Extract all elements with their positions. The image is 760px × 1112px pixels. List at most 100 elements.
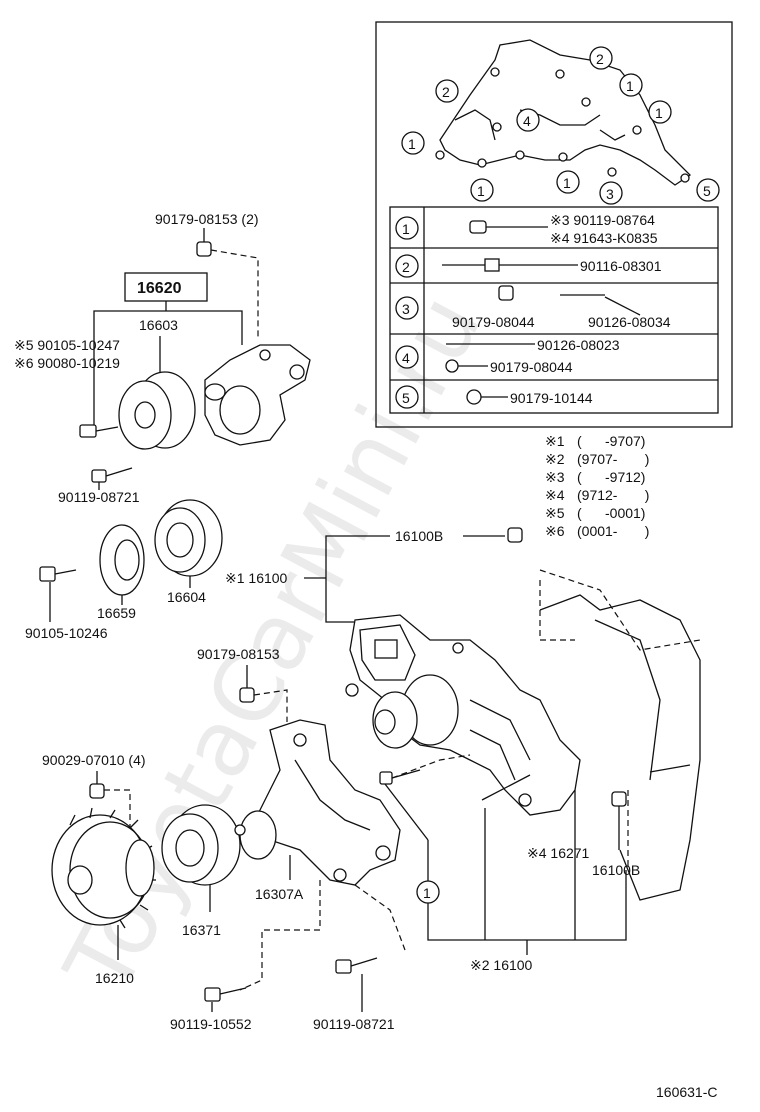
svg-text:2: 2 — [596, 51, 604, 67]
inset-row-3: 3 90179-08044 90126-08034 — [395, 285, 671, 330]
label-90080-10219: ※6 90080-10219 — [14, 355, 120, 371]
inset-marker-1e: 1 — [556, 170, 580, 194]
part-label-90179-10144: 90179-10144 — [510, 390, 593, 406]
inset-row-1: 1 ※3 90119-08764 ※4 91643-K0835 — [395, 212, 658, 246]
part-label-91643-K0835: ※4 91643-K0835 — [550, 230, 658, 246]
label-90029-07010: 90029-07010 (4) — [42, 752, 146, 768]
nut-90029-07010 — [89, 783, 105, 799]
seal-16659 — [99, 524, 145, 596]
label-16100B-top: 16100B — [395, 528, 443, 544]
label-90119-08721-bottom: 90119-08721 — [313, 1016, 395, 1032]
label-16100B-right: 16100B — [592, 862, 640, 878]
footnote-3-mark: ※3 — [545, 469, 565, 485]
inset-marker-1c: 1 — [648, 100, 672, 124]
svg-text:1: 1 — [423, 885, 431, 901]
inset-table: 1 ※3 90119-08764 ※4 91643-K0835 2 90116-… — [389, 206, 719, 414]
label-16100-main: ※1 16100 — [225, 570, 288, 586]
tensioner-group: 90179-08153 (2) 16620 16603 ※5 90105-102… — [14, 211, 311, 505]
svg-text:1: 1 — [655, 105, 663, 121]
inset-row-5: 5 90179-10144 — [395, 385, 593, 409]
footnote-2-range: (9707- ) — [577, 451, 649, 467]
bolt-90105-10246 — [39, 566, 77, 582]
bolt-inset-ref — [379, 769, 421, 785]
water-pump-group: 16100B ※1 16100 16100B — [225, 527, 701, 973]
label-90119-08721-top: 90119-08721 — [58, 489, 140, 505]
label-16659: 16659 — [97, 605, 136, 621]
inset-marker-1d: 1 — [470, 178, 494, 202]
pulley-16604 — [154, 499, 223, 577]
fan-bracket-group: 90179-08153 90029-07010 (4) 16210 — [42, 646, 406, 1032]
svg-text:2: 2 — [402, 259, 410, 275]
svg-text:1: 1 — [402, 221, 410, 237]
inset-marker-3: 3 — [599, 181, 623, 205]
svg-text:1: 1 — [477, 183, 485, 199]
timing-cover-outline — [439, 39, 692, 186]
part-label-90126-08023: 90126-08023 — [537, 337, 620, 353]
inset-marker-2b: 2 — [589, 46, 613, 70]
svg-text:3: 3 — [606, 186, 614, 202]
svg-text:4: 4 — [523, 113, 531, 129]
footnote-2-mark: ※2 — [545, 451, 565, 467]
label-16100-bottom: ※2 16100 — [470, 957, 533, 973]
footnote-4-mark: ※4 — [545, 487, 565, 503]
label-16620: 16620 — [137, 280, 182, 297]
svg-text:5: 5 — [402, 390, 410, 406]
inset-panel: 1 2 2 1 1 4 1 1 3 5 1 ※3 90119-08764 ※4 … — [375, 21, 733, 428]
part-label-90126-08034: 90126-08034 — [588, 314, 671, 330]
label-90119-10552: 90119-10552 — [170, 1016, 252, 1032]
callout-1: 1 — [416, 880, 440, 904]
fan-clutch-16210 — [51, 807, 156, 929]
inset-marker-2a: 2 — [435, 79, 459, 103]
inset-marker-5: 5 — [696, 178, 720, 202]
inset-marker-1b: 1 — [619, 73, 643, 97]
inset-bolts — [435, 67, 690, 183]
footnote-5-range: ( -0001) — [577, 505, 645, 521]
part-label-90179-08044-a: 90179-08044 — [452, 314, 535, 330]
footnote-3-range: ( -9712) — [577, 469, 645, 485]
pulley-seal-group: 16659 16604 90105-10246 — [25, 499, 223, 641]
engine-block-outline — [539, 594, 701, 901]
part-label-90179-08044-b: 90179-08044 — [490, 359, 573, 375]
svg-text:5: 5 — [703, 183, 711, 199]
label-16271: ※4 16271 — [527, 845, 590, 861]
bolt-90119-08721-bottom — [335, 957, 378, 974]
fan-bracket-16307A — [254, 719, 401, 886]
nut-90179-08153 — [239, 687, 255, 703]
nut-icon — [196, 241, 212, 257]
bolt-90119-08721-top — [91, 467, 133, 483]
label-16210: 16210 — [95, 970, 134, 986]
inset-marker-1a: 1 — [401, 131, 425, 155]
idler-pulley-16603 — [118, 371, 196, 450]
footnote-6-range: (0001- ) — [577, 523, 649, 539]
label-16307A: 16307A — [255, 886, 304, 902]
footnote-1-range: ( -9707) — [577, 433, 645, 449]
part-label-90116-08301: 90116-08301 — [580, 258, 662, 274]
stud-16271 — [481, 774, 531, 801]
footnote-1-mark: ※1 — [545, 433, 565, 449]
svg-text:1: 1 — [408, 136, 416, 152]
inset-row-2: 2 90116-08301 — [395, 254, 662, 278]
svg-text:2: 2 — [442, 84, 450, 100]
label-90179-08153-2: 90179-08153 (2) — [155, 211, 259, 227]
svg-text:1: 1 — [563, 175, 571, 191]
diagram-code: 160631-C — [656, 1084, 718, 1100]
nut-16100B-top — [507, 527, 523, 543]
footnotes: ※1 ( -9707) ※2 (9707- ) ※3 ( -9712) ※4 (9712… — [545, 433, 649, 539]
svg-text:3: 3 — [402, 301, 410, 317]
bolt-90119-10552 — [204, 987, 247, 1002]
label-16604: 16604 — [167, 589, 206, 605]
inset-row-4: 4 90126-08023 90179-08044 — [395, 337, 620, 375]
footnote-4-range: (9712- ) — [577, 487, 649, 503]
label-90105-10246: 90105-10246 — [25, 625, 108, 641]
thermostat-outlet — [359, 624, 416, 681]
bolt-90105-10247 — [79, 424, 119, 438]
label-90179-08153: 90179-08153 — [197, 646, 280, 662]
svg-text:4: 4 — [402, 350, 410, 366]
label-90105-10247: ※5 90105-10247 — [14, 337, 120, 353]
fan-pulley-16371 — [161, 804, 277, 886]
footnote-6-mark: ※6 — [545, 523, 565, 539]
tensioner-body-16620 — [204, 344, 311, 446]
inset-marker-4: 4 — [516, 108, 540, 132]
label-16371: 16371 — [182, 922, 221, 938]
